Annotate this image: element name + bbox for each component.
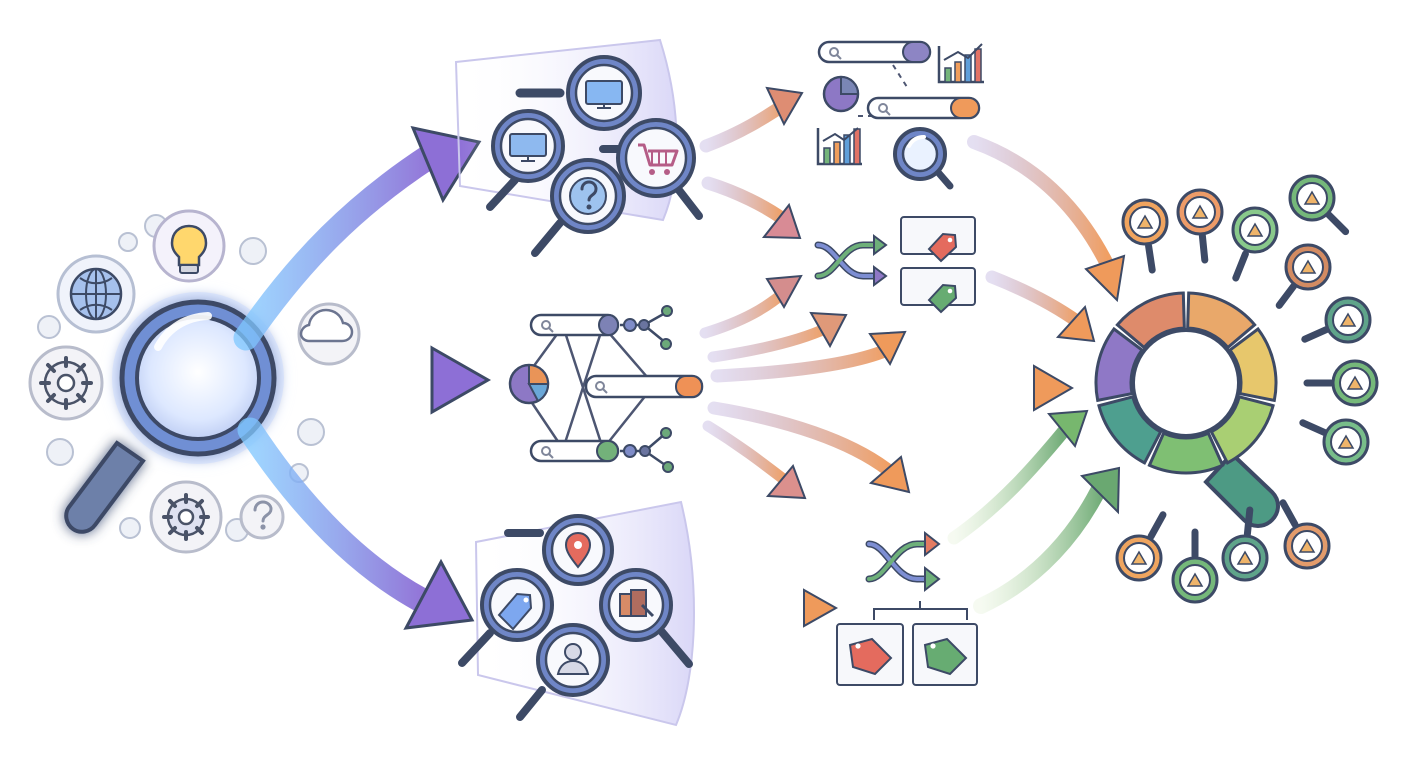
gear-icon — [149, 480, 223, 554]
search-bar-icon — [817, 40, 932, 64]
price-tag-icon — [1121, 198, 1169, 274]
scope-group-top — [454, 38, 703, 257]
monitor-icon — [515, 55, 642, 131]
search-bar-icon — [584, 374, 704, 399]
network-node-icon — [620, 305, 673, 350]
bar-chart-icon — [816, 127, 862, 166]
shuffle-icon — [814, 234, 888, 287]
source-dot — [46, 438, 74, 466]
magnifier-icon — [893, 127, 954, 190]
tag-icon — [900, 267, 976, 314]
map-pin-icon — [504, 514, 614, 586]
tag-icon — [458, 568, 554, 667]
source-dot — [297, 418, 325, 446]
source-dot — [37, 315, 61, 339]
search-bar-icon — [866, 96, 981, 120]
scope-group-bottom — [458, 500, 695, 727]
product-box-icon — [599, 568, 693, 668]
globe-icon — [56, 254, 136, 334]
satellite-icon-ring — [1115, 174, 1379, 604]
shuffle-icon — [865, 530, 941, 593]
question-icon — [531, 158, 626, 257]
tag-icon — [900, 216, 976, 263]
map-icon — [1115, 511, 1167, 582]
question-icon — [239, 494, 285, 540]
network-node-icon — [620, 427, 674, 473]
product-box-icon — [1279, 499, 1331, 570]
scope-group-middle — [508, 305, 704, 473]
ring-segment — [1147, 431, 1225, 475]
shopping-cart-icon — [599, 118, 703, 220]
map-pin-icon — [1299, 418, 1370, 466]
chat-icon — [1231, 206, 1279, 282]
ring-segment — [1097, 395, 1163, 465]
monitor-icon — [486, 109, 565, 211]
source-dot — [118, 232, 138, 252]
search-bar-icon — [529, 313, 620, 337]
chat-icon — [1301, 296, 1372, 344]
tag-icon — [912, 623, 978, 686]
user-icon — [516, 623, 610, 721]
chat-question-icon — [1176, 188, 1224, 264]
source-to-scope-arrows — [233, 125, 492, 630]
search-bar-icon — [529, 439, 620, 463]
product-box-icon — [1275, 243, 1332, 309]
gear-icon — [28, 345, 104, 421]
map-pin-icon — [1171, 528, 1219, 604]
processing-to-result-arrows — [947, 135, 1126, 614]
segmented-ring-magnifier-icon — [1094, 291, 1280, 528]
lightbulb-icon — [152, 209, 226, 283]
cloud-icon — [297, 302, 361, 366]
processing-group — [814, 40, 984, 686]
source-dot — [119, 517, 141, 539]
ring-segment — [1209, 395, 1275, 465]
pie-chart-icon — [508, 363, 550, 405]
map-pin-icon — [1288, 174, 1350, 236]
scope-to-processing-arrows — [684, 86, 1074, 628]
pie-chart-icon — [822, 75, 860, 113]
bar-chart-icon — [937, 43, 984, 84]
chat-question-icon — [1221, 506, 1269, 582]
map-pin-icon — [1303, 359, 1379, 407]
tag-icon — [836, 623, 904, 686]
source-dot — [239, 237, 267, 265]
